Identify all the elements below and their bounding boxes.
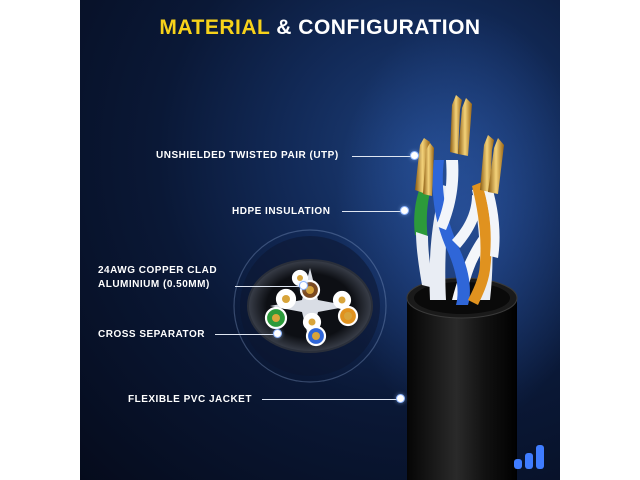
callout-separator: CROSS SEPARATOR <box>98 329 205 340</box>
page-title: MATERIAL & CONFIGURATION <box>80 16 560 40</box>
title-accent: MATERIAL <box>159 16 270 39</box>
brand-logo-icon <box>514 445 544 469</box>
title-rest: & CONFIGURATION <box>269 16 481 39</box>
callout-copper-line1: 24AWG COPPER CLAD <box>98 265 218 276</box>
callout-dot <box>411 152 418 159</box>
callout-hdpe: HDPE INSULATION <box>232 206 331 217</box>
leader-line <box>235 286 303 287</box>
callout-copper-line2: ALUMINIUM (0.50MM) <box>98 279 210 290</box>
leader-line <box>342 211 404 212</box>
leader-line <box>262 399 400 400</box>
callout-utp: UNSHIELDED TWISTED PAIR (UTP) <box>156 150 339 161</box>
product-infographic: MATERIAL & CONFIGURATION UNSHIELDED TWIS… <box>80 0 560 480</box>
callout-dot <box>397 395 404 402</box>
leader-line <box>352 156 414 157</box>
callout-dot <box>401 207 408 214</box>
cable-illustration <box>233 10 560 480</box>
leader-line <box>215 334 277 335</box>
callout-pvc-jacket: FLEXIBLE PVC JACKET <box>128 394 252 405</box>
callout-dot <box>300 282 307 289</box>
callout-dot <box>274 330 281 337</box>
